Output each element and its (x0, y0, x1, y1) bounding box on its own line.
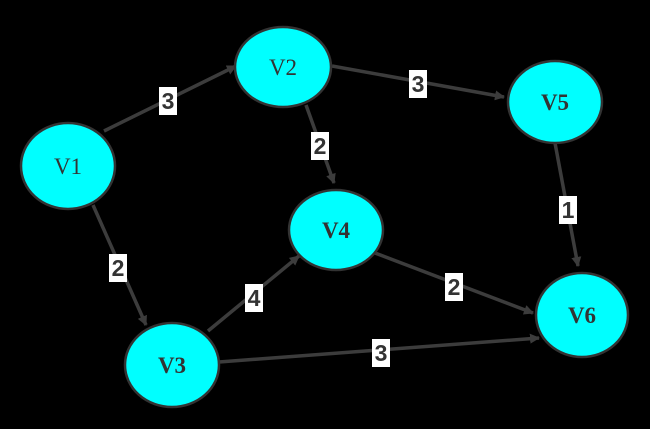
edge-weight-background (409, 70, 427, 98)
edge-labels-layer: 3 2 3 2 4 3 2 1 (109, 70, 577, 367)
edge-weight-text: 3 (162, 88, 175, 114)
edge-weight-text: 4 (248, 285, 261, 311)
node-circle (233, 25, 333, 109)
node-v3: V3 (123, 321, 221, 409)
edge-weight-text: 1 (562, 197, 575, 223)
edge-weight-background (445, 273, 463, 301)
edge-weight-label: 1 (559, 196, 577, 224)
edge-weight-label: 2 (445, 273, 463, 301)
node-label: V1 (54, 154, 82, 179)
node-circle (123, 321, 221, 409)
edge-weight-background (372, 339, 390, 367)
edge-weight-background (311, 132, 329, 160)
node-label: V2 (269, 55, 297, 80)
node-v4: V4 (287, 188, 385, 272)
edge-weight-text: 2 (448, 274, 461, 300)
edge-weight-background (109, 254, 127, 282)
node-label: V4 (322, 218, 351, 243)
edge-weight-label: 3 (409, 70, 427, 98)
edge-weight-label: 2 (311, 132, 329, 160)
node-v5: V5 (506, 59, 604, 145)
node-circle (506, 59, 604, 145)
node-v6: V6 (534, 271, 630, 359)
edge-weight-label: 3 (372, 339, 390, 367)
edge-weight-background (159, 87, 177, 115)
edge-weight-text: 3 (375, 340, 388, 366)
edge-weight-label: 4 (245, 284, 263, 312)
edge-weight-label: 2 (109, 254, 127, 282)
edge-weight-text: 2 (314, 133, 327, 159)
edge-weight-background (245, 284, 263, 312)
node-circle (287, 188, 385, 272)
node-v2: V2 (233, 25, 333, 109)
edge-weight-text: 3 (412, 71, 425, 97)
node-label: V6 (568, 303, 596, 328)
edge-weight-background (559, 196, 577, 224)
node-circle (534, 271, 630, 359)
node-label: V5 (541, 90, 569, 115)
node-label: V3 (158, 353, 186, 378)
edge-weight-label: 3 (159, 87, 177, 115)
node-v1: V1 (19, 121, 117, 211)
edge-weight-text: 2 (112, 255, 125, 281)
node-circle (19, 121, 117, 211)
